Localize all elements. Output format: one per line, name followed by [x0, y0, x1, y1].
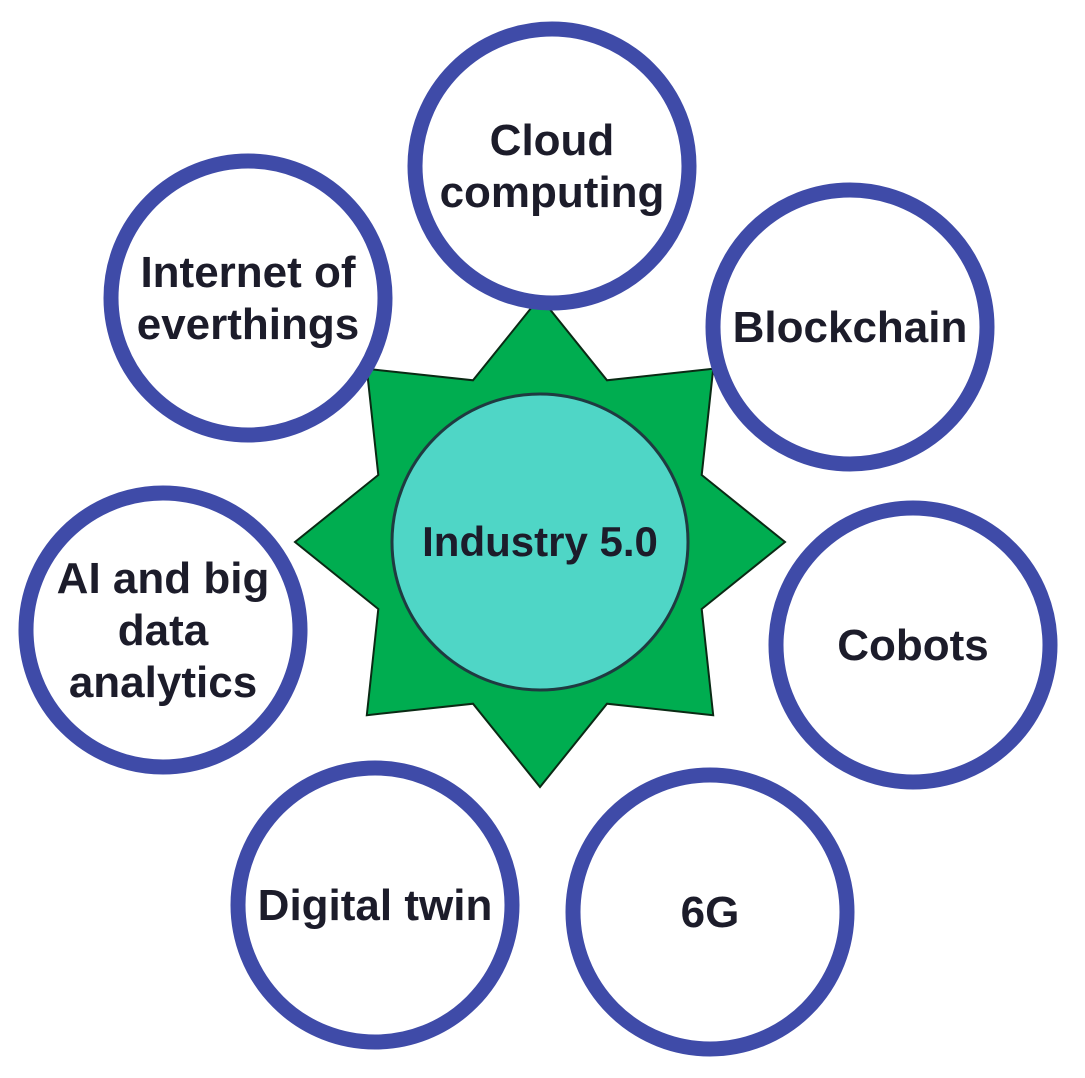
node-circle-cloud-computing — [407, 21, 697, 311]
node-label-blockchain: Blockchain — [733, 303, 968, 352]
center-label: Industry 5.0 — [422, 518, 658, 565]
node-digital-twin: Digital twin — [230, 760, 520, 1050]
node-6g: 6G — [565, 767, 855, 1057]
node-label-cloud-computing: computing — [440, 168, 665, 217]
center-circle — [390, 392, 690, 692]
node-label-iot: Internet of — [140, 248, 355, 297]
node-label-ai-big-data: data — [118, 606, 209, 655]
node-circle-6g — [565, 767, 855, 1057]
node-label-iot: everthings — [137, 300, 360, 349]
node-label-ai-big-data: AI and big — [57, 554, 270, 603]
node-circle-blockchain — [705, 182, 995, 472]
node-circle-ai-big-data — [18, 485, 308, 775]
node-label-ai-big-data: analytics — [69, 658, 257, 707]
node-blockchain: Blockchain — [705, 182, 995, 472]
node-label-6g: 6G — [681, 888, 740, 937]
node-label-cloud-computing: Cloud — [490, 116, 615, 165]
node-circle-iot — [103, 153, 393, 443]
node-label-cobots: Cobots — [837, 621, 989, 670]
node-circle-cobots — [768, 500, 1058, 790]
node-label-digital-twin: Digital twin — [258, 881, 493, 930]
node-cobots: Cobots — [768, 500, 1058, 790]
node-circle-digital-twin — [230, 760, 520, 1050]
